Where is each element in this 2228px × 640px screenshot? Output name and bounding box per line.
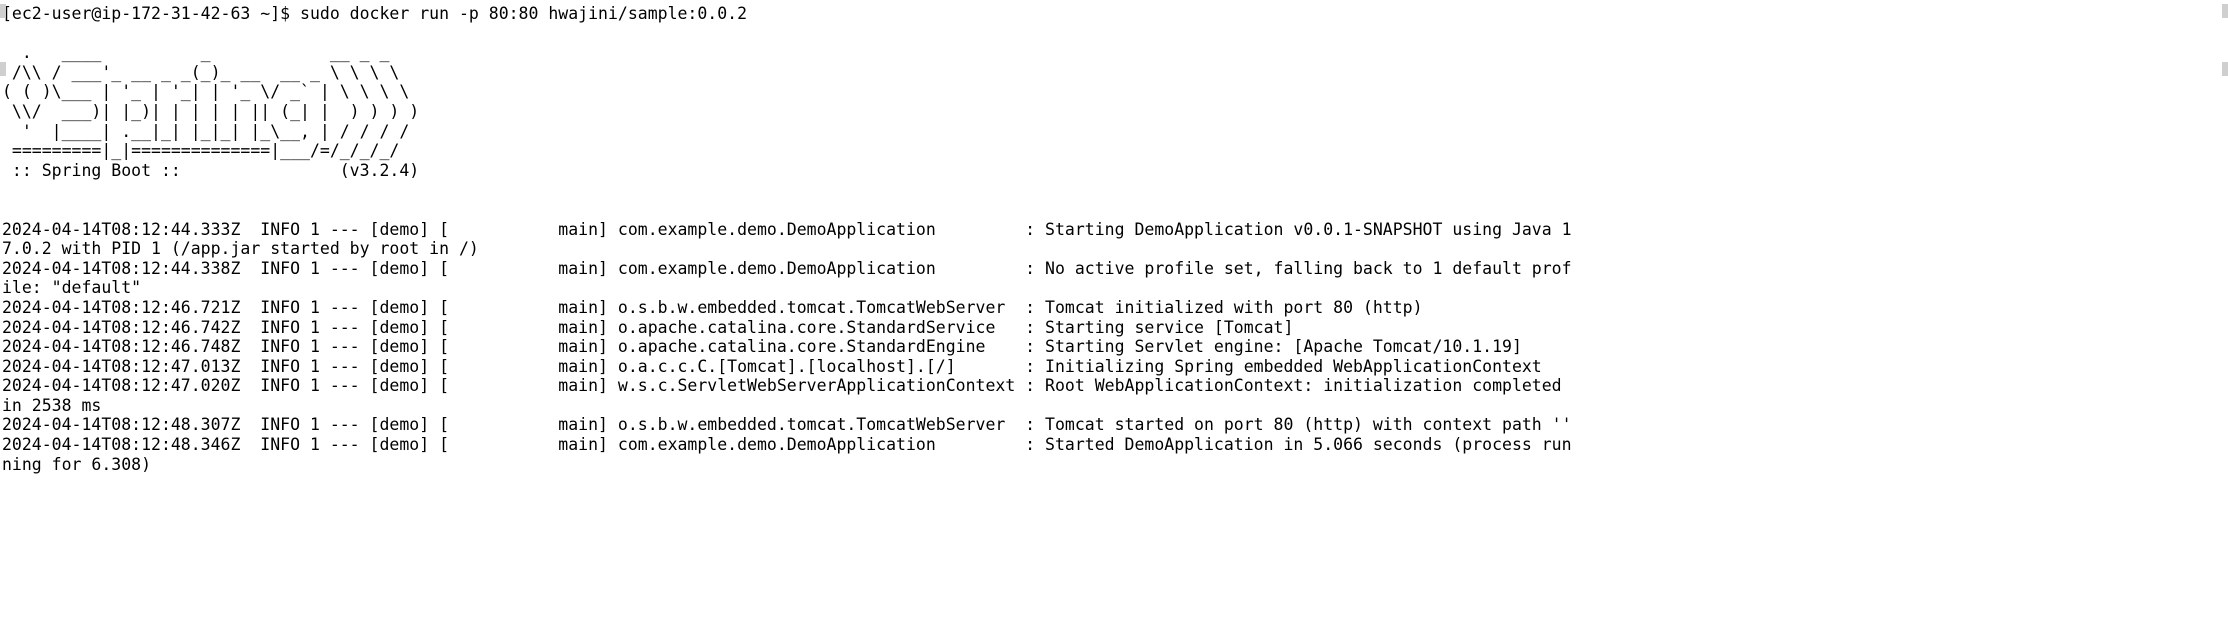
spring-boot-banner-line-3: ( ( )\___ | '_ | '_| | '_ \/ _` | \ \ \ … <box>2 82 410 102</box>
log-line: 2024-04-14T08:12:44.338Z INFO 1 --- [dem… <box>2 258 1572 278</box>
scroll-edge-top-left <box>0 4 6 18</box>
scroll-edge-top-right <box>2222 4 2228 18</box>
log-line: 2024-04-14T08:12:44.333Z INFO 1 --- [dem… <box>2 219 1572 239</box>
scroll-edge-mid-right <box>2222 62 2228 76</box>
spring-boot-banner-line-6: =========|_|==============|___/=/_/_/_/ <box>2 141 400 161</box>
log-line: ile: "default" <box>2 278 142 298</box>
spring-boot-banner-line-2: /\\ / ___'_ __ _ _(_)_ __ __ _ \ \ \ \ <box>2 62 400 82</box>
shell-prompt-command-line: [ec2-user@ip-172-31-42-63 ~]$ sudo docke… <box>2 4 748 23</box>
blank-line <box>0 200 2228 220</box>
log-line: 2024-04-14T08:12:48.346Z INFO 1 --- [dem… <box>2 435 1572 455</box>
scroll-edge-mid-left <box>0 62 6 76</box>
log-line: 7.0.2 with PID 1 (/app.jar started by ro… <box>2 239 479 259</box>
log-line: 2024-04-14T08:12:46.742Z INFO 1 --- [dem… <box>2 317 1294 337</box>
spring-boot-banner-line-5: ' |____| .__|_| |_|_| |_\__, | / / / / <box>2 121 410 141</box>
log-line: 2024-04-14T08:12:47.020Z INFO 1 --- [dem… <box>2 376 1562 396</box>
log-line: in 2538 ms <box>2 395 102 415</box>
log-line: 2024-04-14T08:12:48.307Z INFO 1 --- [dem… <box>2 415 1572 435</box>
spring-boot-banner-line-4: \\/ ___)| |_)| | | | | || (_| | ) ) ) ) <box>2 101 420 121</box>
spring-boot-version-line: :: Spring Boot :: (v3.2.4) <box>2 160 420 180</box>
log-line: 2024-04-14T08:12:46.748Z INFO 1 --- [dem… <box>2 337 1522 357</box>
log-line: 2024-04-14T08:12:47.013Z INFO 1 --- [dem… <box>2 356 1542 376</box>
spring-boot-banner-line-1: . ____ _ __ _ _ <box>2 43 390 63</box>
blank-line <box>0 24 2228 44</box>
log-line: 2024-04-14T08:12:46.721Z INFO 1 --- [dem… <box>2 297 1423 317</box>
blank-line <box>0 180 2228 200</box>
log-line: ning for 6.308) <box>2 454 152 474</box>
